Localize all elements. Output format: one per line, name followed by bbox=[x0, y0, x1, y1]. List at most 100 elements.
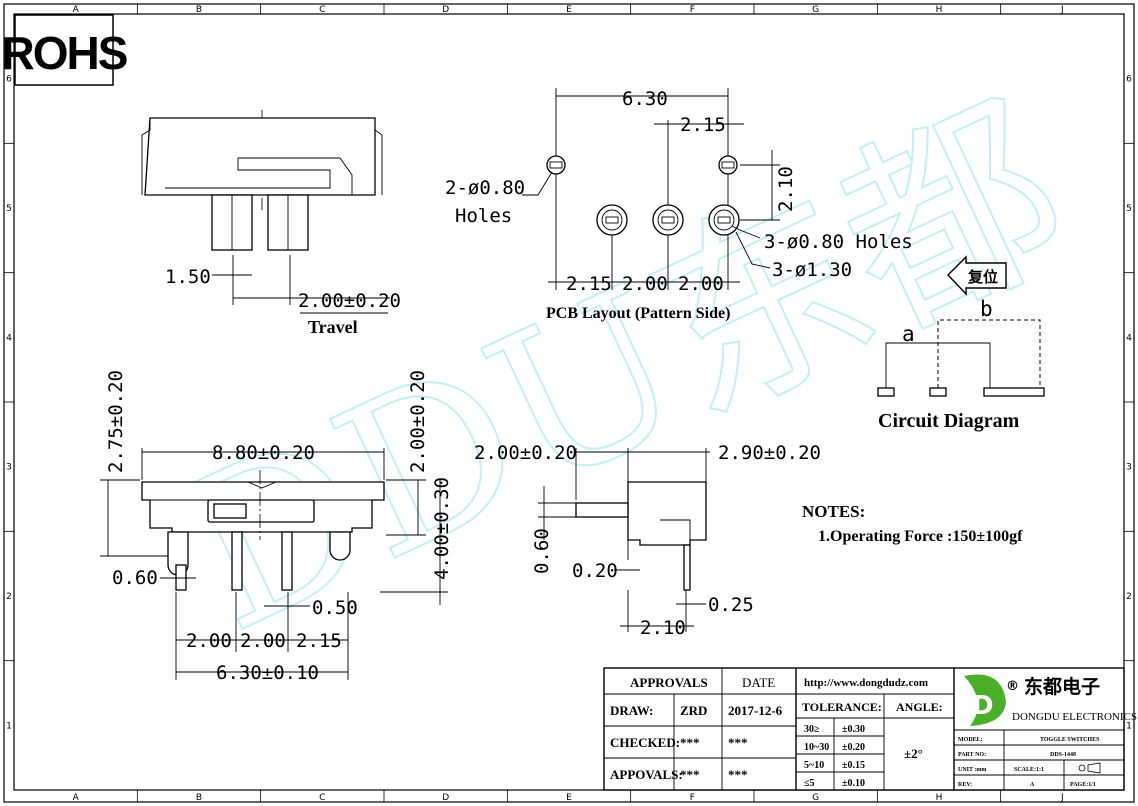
tb-date: DATE bbox=[742, 675, 775, 690]
grid-column-E-bottom: E bbox=[566, 793, 572, 803]
dim-pcb-bottom-1: 2.15 bbox=[566, 273, 612, 295]
travel-label: Travel bbox=[308, 317, 358, 337]
dim-pcb-pitch-right: 2.15 bbox=[680, 114, 726, 136]
dim-front-height-right: 2.00±0.20 bbox=[407, 370, 429, 473]
holes-left-line1: 2-ø0.80 bbox=[445, 177, 525, 199]
grid-row-6-left: 6 bbox=[6, 75, 12, 85]
reset-arrow: 复位 bbox=[947, 255, 1007, 296]
dim-side-offset: 0.20 bbox=[572, 560, 618, 582]
grid-column-A-top: A bbox=[73, 5, 80, 15]
tb-scale-label: SCALE:1:1 bbox=[1014, 767, 1044, 773]
tb-tol-range-3: 5~10 bbox=[804, 760, 824, 771]
tb-model-value: TOGGLE SWITCHES bbox=[1040, 737, 1100, 743]
tb-approvals: APPROVALS bbox=[630, 675, 708, 690]
grid-column-B-top: B bbox=[196, 5, 202, 15]
pads-right: 3-ø1.30 bbox=[772, 259, 852, 281]
tb-angle-value: ±2° bbox=[904, 746, 923, 761]
dim-pcb-bottom-2: 2.00 bbox=[622, 273, 668, 295]
dim-front-width: 8.80±0.20 bbox=[212, 442, 315, 464]
tb-draw-by: ZRD bbox=[680, 703, 707, 718]
pcb-hole-top-right bbox=[718, 155, 738, 175]
pcb-pad-3 bbox=[708, 204, 740, 236]
dim-travel: 2.00±0.20 bbox=[298, 290, 401, 312]
dim-front-total: 6.30±0.10 bbox=[216, 662, 319, 684]
grid-row-5-right: 5 bbox=[1126, 204, 1132, 214]
tb-part-value: DDS-1448 bbox=[1050, 752, 1076, 758]
circuit-label-b: b bbox=[980, 297, 993, 321]
pcb-title: PCB Layout (Pattern Side) bbox=[546, 305, 730, 322]
grid-column-J-top: J bbox=[1060, 5, 1064, 15]
grid-column-F-bottom: F bbox=[690, 793, 695, 803]
grid-row-1-left: 1 bbox=[6, 721, 12, 731]
tb-draw: DRAW: bbox=[610, 703, 653, 718]
tb-tol-value-1: ±0.30 bbox=[842, 724, 865, 735]
grid-row-6-right: 6 bbox=[1126, 75, 1132, 85]
grid-row-1-right: 1 bbox=[1126, 721, 1132, 731]
tb-unit-label: UNIT :mm bbox=[958, 767, 986, 773]
reset-label: 复位 bbox=[967, 268, 998, 286]
side-view: 2.00±0.20 2.90±0.20 0.60 0.20 0.25 2.10 bbox=[474, 442, 821, 639]
notes: NOTES: 1.Operating Force :150±100gf bbox=[802, 502, 1023, 545]
tb-tol-range-2: 10~30 bbox=[804, 742, 829, 753]
grid-column-J-bottom: J bbox=[1060, 793, 1064, 803]
rohs-text: ROHS bbox=[2, 27, 127, 79]
tb-draw-date: 2017-12-6 bbox=[728, 703, 783, 718]
grid-column-H-top: H bbox=[936, 5, 943, 15]
grid-row-5-left: 5 bbox=[6, 204, 12, 214]
dim-side-pin-pitch: 2.10 bbox=[640, 617, 686, 639]
dim-pcb-bottom-3: 2.00 bbox=[678, 273, 724, 295]
tb-appovals-date: *** bbox=[728, 767, 748, 782]
tb-part-label: PART NO: bbox=[958, 752, 986, 758]
tb-url: http://www.dongdudz.com bbox=[804, 677, 928, 689]
tb-tol-value-4: ±0.10 bbox=[842, 778, 865, 789]
grid-column-D-top: D bbox=[442, 5, 449, 15]
notes-item-1: 1.Operating Force :150±100gf bbox=[818, 528, 1023, 545]
tb-company-en: DONGDU ELECTRONICS bbox=[1012, 711, 1137, 723]
tb-rev-value: A bbox=[1030, 782, 1035, 788]
holes-left-line2: Holes bbox=[455, 205, 512, 227]
grid-column-H-bottom: H bbox=[936, 793, 943, 803]
pcb-hole-top-left bbox=[546, 155, 566, 175]
logo-letter: D bbox=[972, 691, 994, 721]
tb-tol-value-2: ±0.20 bbox=[842, 742, 865, 753]
tb-checked-by: *** bbox=[680, 735, 700, 750]
grid-row-3-right: 3 bbox=[1126, 463, 1132, 473]
tb-appovals: APPOVALS: bbox=[610, 767, 683, 782]
dim-pcb-total: 6.30 bbox=[622, 88, 668, 110]
tb-tol-range-4: ≤5 bbox=[804, 778, 815, 789]
tb-angle: ANGLE: bbox=[896, 700, 943, 714]
dim-side-right: 2.90±0.20 bbox=[718, 442, 821, 464]
tb-model-label: MODEL: bbox=[958, 737, 983, 743]
grid-column-F-top: F bbox=[690, 5, 695, 15]
dim-front-bottom-2: 2.00 bbox=[240, 630, 286, 652]
grid-column-B-bottom: B bbox=[196, 793, 202, 803]
pcb-pad-2 bbox=[652, 204, 684, 236]
title-block: APPROVALS DATE DRAW: ZRD 2017-12-6 CHECK… bbox=[603, 667, 1137, 791]
dim-front-pin-length: 4.00±0.30 bbox=[431, 477, 453, 580]
company-logo-icon: D bbox=[964, 674, 1006, 726]
dim-top-pitch: 1.50 bbox=[165, 266, 211, 288]
dim-side-actuator: 0.60 bbox=[531, 528, 553, 574]
grid-column-E-top: E bbox=[566, 5, 572, 15]
tb-company-cn: 东都电子 bbox=[1024, 675, 1100, 698]
circuit-title: Circuit Diagram bbox=[878, 410, 1020, 432]
tb-page-label: PAGE:1/1 bbox=[1070, 782, 1096, 788]
notes-title: NOTES: bbox=[802, 502, 865, 521]
projection-symbol-icon bbox=[1078, 762, 1101, 774]
grid-column-G-bottom: G bbox=[812, 793, 819, 803]
grid-row-3-left: 3 bbox=[6, 463, 12, 473]
dim-front-bottom-3: 2.15 bbox=[296, 630, 342, 652]
tb-tol-range-1: 30≥ bbox=[804, 724, 820, 735]
rohs-badge: ROHS bbox=[2, 14, 129, 86]
circuit-diagram: 复位 b a Circuit Diagram bbox=[877, 255, 1045, 432]
grid-column-C-top: C bbox=[319, 5, 325, 15]
tb-tolerance: TOLERANCE: bbox=[802, 700, 882, 714]
grid-row-2-left: 2 bbox=[6, 592, 12, 602]
tb-checked-date: *** bbox=[728, 735, 748, 750]
circuit-label-a: a bbox=[902, 322, 915, 346]
grid-row-4-left: 4 bbox=[6, 333, 12, 343]
grid-column-G-top: G bbox=[812, 5, 819, 15]
grid-column-A-bottom: A bbox=[73, 793, 80, 803]
